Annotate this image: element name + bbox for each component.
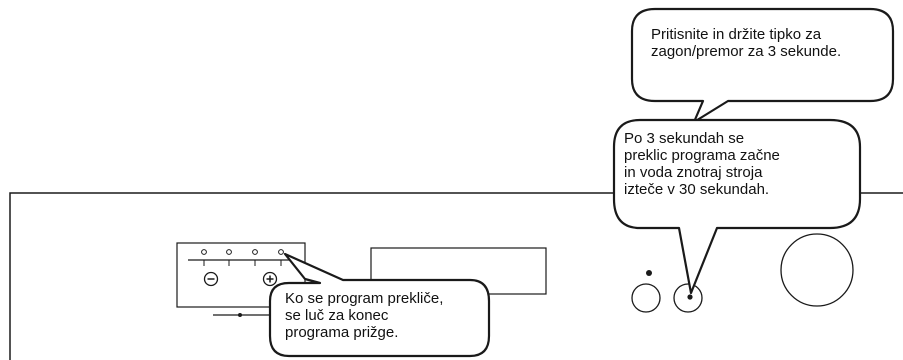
callout-line: preklic programa začne bbox=[624, 147, 780, 164]
callout-line: in voda znotraj stroja bbox=[624, 164, 763, 181]
callout-line: Pritisnite in držite tipko za bbox=[651, 26, 822, 43]
indicator-lights bbox=[201, 249, 284, 255]
callout-line: Po 3 sekundah se bbox=[624, 130, 745, 147]
plus-icon[interactable] bbox=[262, 271, 278, 287]
indicator-light bbox=[201, 249, 207, 255]
callout-line: Ko se program prekliče, bbox=[285, 290, 444, 307]
machine-panel-outline bbox=[9, 192, 903, 360]
minus-icon[interactable] bbox=[203, 271, 219, 287]
panel-trim-line bbox=[213, 313, 272, 317]
callout-text-after-3-seconds: Po 3 sekundah se preklic programa začne … bbox=[624, 130, 780, 198]
callout-text-program-cancelled: Ko se program prekliče, se luč za konec … bbox=[285, 290, 443, 341]
callout-line: programa prižge. bbox=[285, 324, 399, 341]
callout-line: izteče v 30 sekundah. bbox=[624, 181, 770, 198]
indicator-light bbox=[226, 249, 232, 255]
callout-bubble-middle bbox=[612, 118, 862, 295]
start-pause-button[interactable] bbox=[673, 283, 703, 313]
callout-bubble-top bbox=[630, 7, 895, 124]
power-button[interactable] bbox=[631, 270, 661, 313]
callout-text-start-pause: Pritisnite in držite tipko za zagon/prem… bbox=[651, 26, 841, 60]
indicator-light bbox=[252, 249, 258, 255]
callout-line: se luč za konec bbox=[285, 307, 389, 324]
end-of-program-light bbox=[278, 249, 284, 255]
start-pause-indicator-dot bbox=[687, 294, 693, 300]
power-indicator-dot bbox=[646, 270, 652, 276]
callout-line: zagon/premor za 3 sekunde. bbox=[651, 43, 842, 60]
callout-bubble-bottom bbox=[268, 252, 491, 358]
indicator-ticks bbox=[203, 260, 282, 266]
program-selector-knob[interactable] bbox=[780, 233, 854, 307]
